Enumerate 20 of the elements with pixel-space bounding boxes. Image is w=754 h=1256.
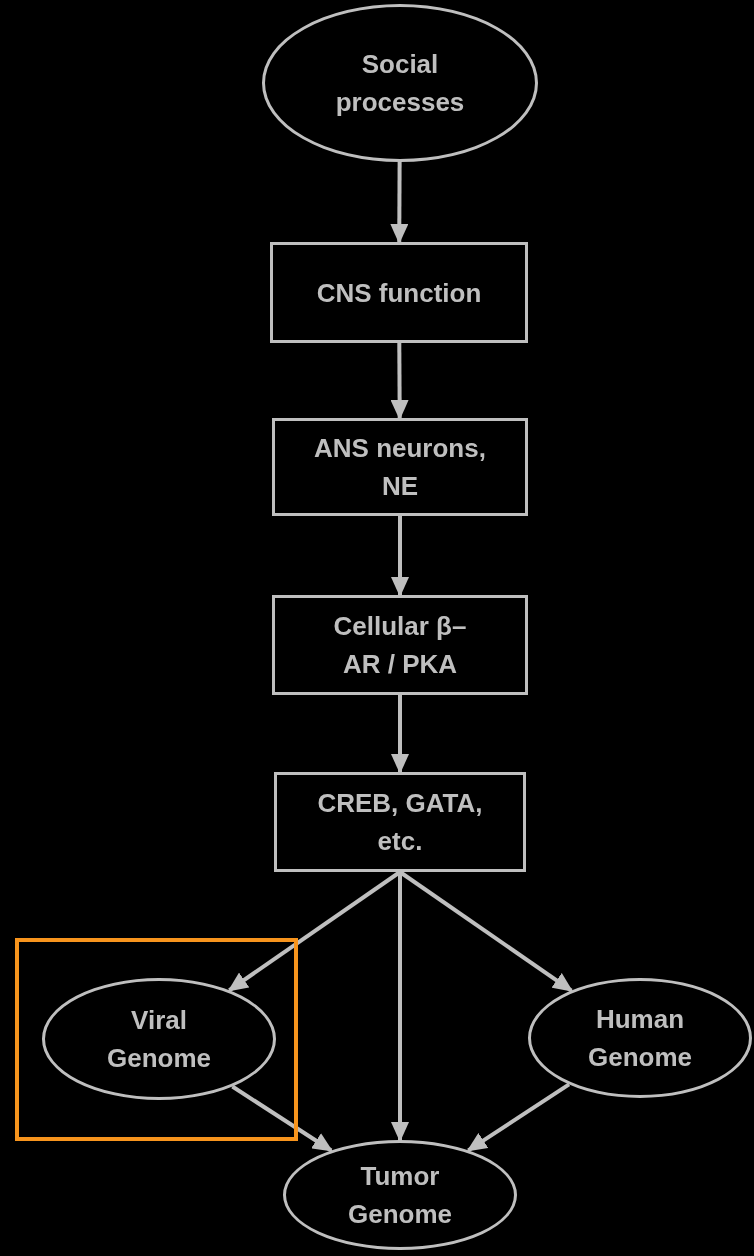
node-label: Social processes bbox=[334, 48, 466, 119]
process-box bbox=[270, 242, 528, 343]
arrow bbox=[391, 872, 409, 1142]
node-label: CREB, GATA, etc. bbox=[316, 787, 484, 858]
node-label: CNS function bbox=[316, 276, 482, 310]
node-label: Cellular β–AR / PKA bbox=[332, 610, 468, 681]
arrow bbox=[466, 1082, 571, 1152]
highlight-frame bbox=[15, 938, 298, 1141]
node-label: Human Genome bbox=[587, 1003, 693, 1074]
process-box bbox=[272, 595, 528, 695]
arrow bbox=[391, 695, 409, 774]
arrow bbox=[231, 1084, 333, 1153]
arrow bbox=[390, 162, 409, 244]
node-label: Viral Genome bbox=[106, 1004, 212, 1075]
arrow bbox=[391, 516, 409, 597]
process-box bbox=[274, 772, 526, 872]
process-box bbox=[272, 418, 528, 516]
arrow bbox=[390, 343, 409, 420]
node-label: Tumor Genome bbox=[347, 1160, 453, 1231]
node-label: ANS neurons, NE bbox=[313, 432, 487, 503]
